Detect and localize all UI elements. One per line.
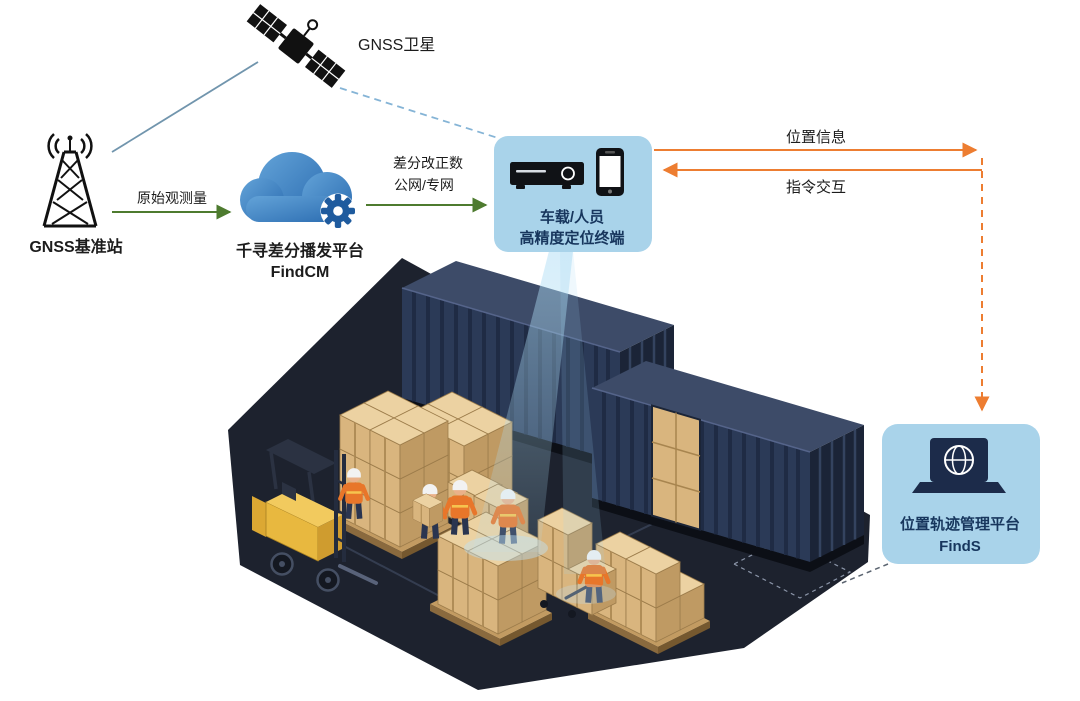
base-station-label: GNSS基准站 bbox=[29, 237, 122, 256]
laptop-globe-icon bbox=[912, 438, 1006, 493]
satellite-label: GNSS卫星 bbox=[358, 37, 435, 54]
terminal-panel: 车载/人员 高精度定位终端 bbox=[494, 136, 652, 252]
vehicle-terminal-icon bbox=[510, 162, 584, 189]
network-label: 公网/专网 bbox=[394, 177, 454, 193]
terminal-label-line1: 车载/人员 bbox=[540, 208, 604, 226]
gnss-satellite-icon bbox=[246, 4, 346, 88]
raw-observation-label: 原始观测量 bbox=[137, 190, 207, 206]
cloud-gear-icon bbox=[240, 152, 356, 229]
gear-icon bbox=[320, 193, 356, 229]
container-open-cargo bbox=[651, 404, 701, 532]
satellite-to-terminal-link bbox=[339, 87, 499, 139]
mgmt-platform-name: 位置轨迹管理平台 bbox=[900, 515, 1020, 533]
forklift-icon bbox=[252, 439, 378, 592]
staging-zone-outline bbox=[732, 538, 852, 599]
mgmt-platform-product: FindS bbox=[939, 538, 981, 555]
cloud-platform-product: FindCM bbox=[271, 264, 330, 281]
command-interaction-label: 指令交互 bbox=[786, 178, 846, 196]
position-info-label: 位置信息 bbox=[786, 129, 846, 146]
pallet-jack bbox=[537, 507, 617, 618]
management-platform-panel: 位置轨迹管理平台 FindS bbox=[882, 424, 1040, 564]
warehouse-yard-illustration bbox=[228, 251, 870, 690]
positioning-beam bbox=[464, 251, 616, 604]
terminal-label-line2: 高精度定位终端 bbox=[519, 229, 624, 247]
yard-platform bbox=[228, 258, 870, 690]
smartphone-icon bbox=[596, 148, 624, 196]
cloud-platform-name: 千寻差分播发平台 bbox=[236, 241, 364, 260]
satellite-to-base-link bbox=[111, 61, 259, 153]
radio-tower-icon bbox=[42, 133, 98, 228]
correction-data-label: 差分改正数 bbox=[393, 155, 463, 171]
